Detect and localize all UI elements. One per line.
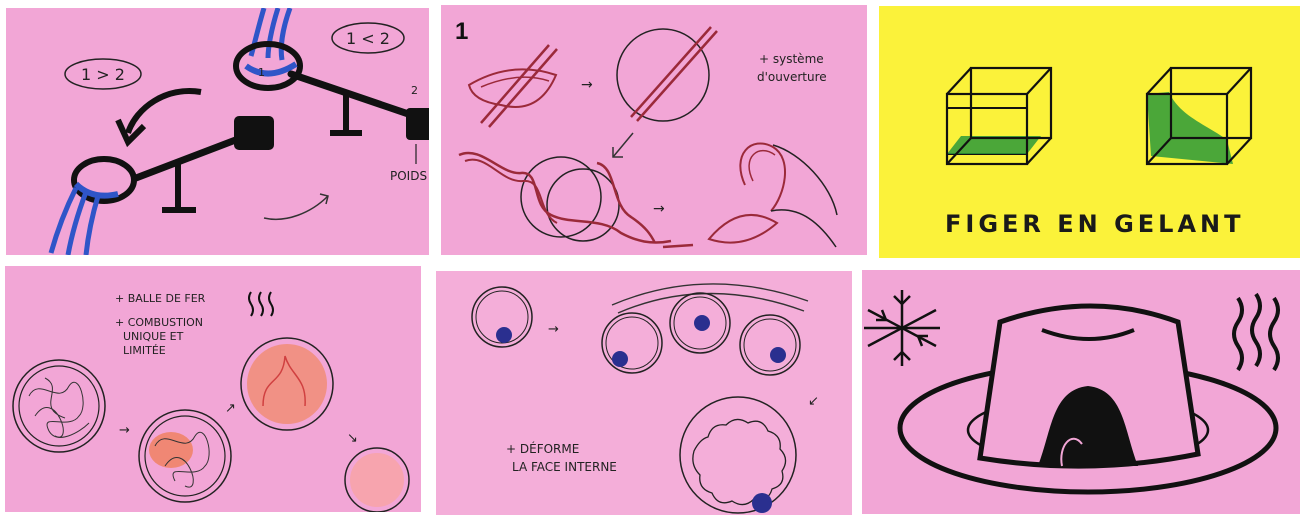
svg-text:→: →	[653, 201, 665, 217]
compare-left-text: 1 > 2	[81, 65, 125, 84]
note-deform-line1: + DÉFORME	[506, 441, 579, 456]
jelly-sketch	[862, 270, 1300, 514]
svg-text:↘: ↘	[347, 431, 358, 446]
beam-upper	[291, 74, 426, 120]
card-freeze: FIGER EN GELANT	[879, 6, 1300, 258]
note-line1: + système	[759, 52, 824, 66]
weight-block-left	[234, 116, 274, 150]
svg-text:→: →	[119, 423, 130, 438]
svg-text:UNIQUE ET: UNIQUE ET	[123, 330, 184, 343]
svg-text:↗: ↗	[225, 401, 236, 416]
snowflake-icon	[864, 290, 940, 366]
seesaw-sketch: 1 > 2 1 < 2 1 2 POIDS	[6, 8, 429, 255]
weight-label: POIDS	[390, 169, 427, 183]
opening-sketch: 1 → + système d'ouverture →	[441, 5, 867, 255]
svg-text:→: →	[581, 77, 593, 93]
deform-sketch: → ↙ + DÉFORME LA FACE INTERNE	[436, 271, 852, 515]
weight-block-right	[406, 108, 429, 140]
iron-ball-sketch: + BALLE DE FER + COMBUSTION UNIQUE ET LI…	[5, 266, 421, 512]
svg-text:2: 2	[411, 84, 418, 97]
card-jelly	[862, 270, 1300, 514]
svg-text:1: 1	[258, 66, 265, 79]
step-number: 1	[455, 18, 468, 45]
freeze-caption: FIGER EN GELANT	[945, 210, 1245, 238]
card-deform: → ↙ + DÉFORME LA FACE INTERNE	[436, 271, 852, 515]
card-iron-ball: + BALLE DE FER + COMBUSTION UNIQUE ET LI…	[5, 266, 421, 512]
note-line2: d'ouverture	[757, 70, 827, 84]
svg-text:↙: ↙	[808, 394, 819, 409]
svg-text:LIMITÉE: LIMITÉE	[123, 344, 166, 357]
card-seesaw: 1 > 2 1 < 2 1 2 POIDS	[6, 8, 429, 255]
note-iron-ball: + BALLE DE FER	[115, 292, 206, 305]
card-opening-system: 1 → + système d'ouverture →	[441, 5, 867, 255]
svg-text:+ COMBUSTION: + COMBUSTION	[115, 316, 203, 329]
beam-lower	[136, 136, 246, 178]
freeze-sketch: FIGER EN GELANT	[879, 6, 1300, 258]
note-deform-line2: LA FACE INTERNE	[512, 460, 617, 474]
svg-text:→: →	[548, 322, 559, 337]
compare-right-text: 1 < 2	[346, 29, 390, 48]
arrow-curve	[128, 91, 201, 133]
